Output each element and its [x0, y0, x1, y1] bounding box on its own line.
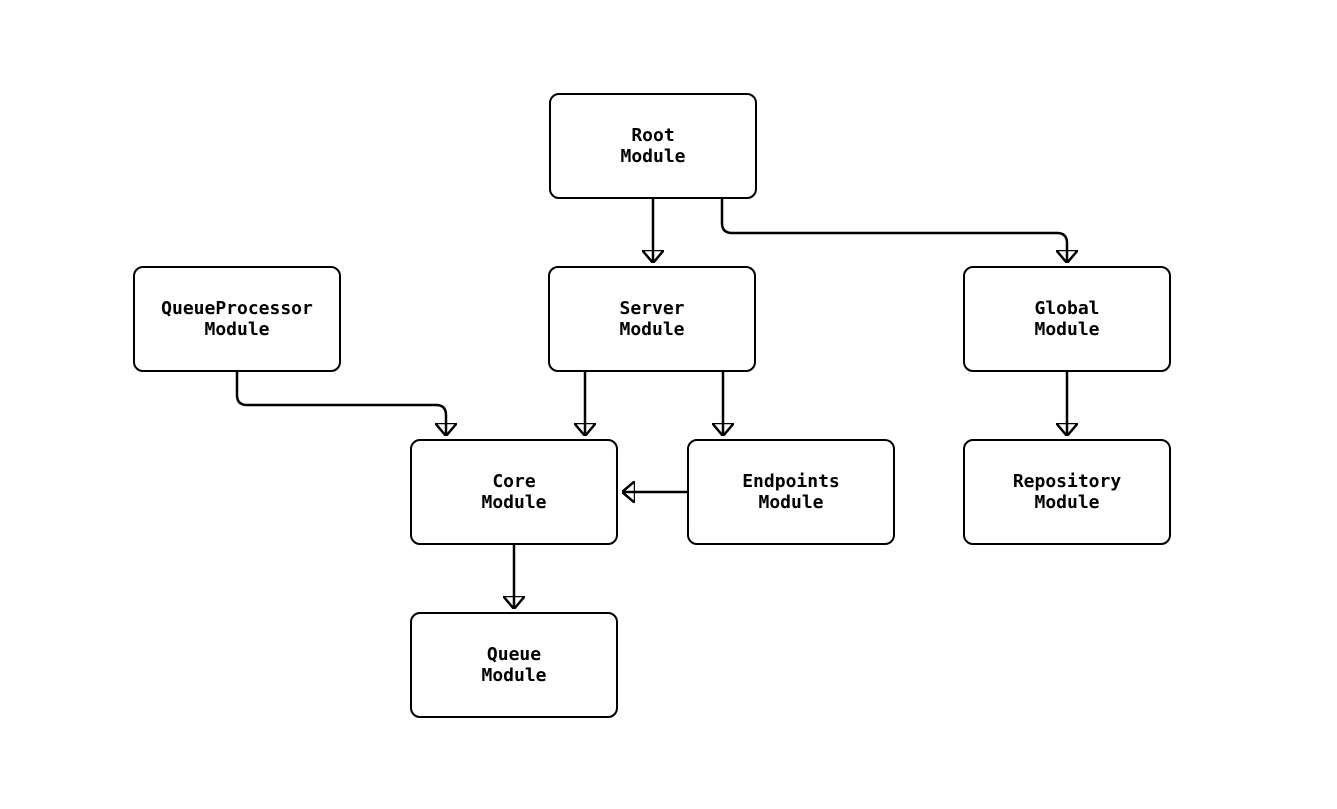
node-label-line: Repository: [1012, 471, 1122, 492]
node-label-line: Module: [481, 492, 547, 513]
node-label-line: Module: [204, 319, 270, 340]
node-label-line: Module: [620, 146, 686, 167]
node-repository-module: Repository Module: [963, 439, 1171, 545]
node-global-module: Global Module: [963, 266, 1171, 372]
node-label-line: Root: [631, 125, 675, 146]
node-label-line: QueueProcessor: [161, 298, 313, 319]
node-label-line: Core: [492, 471, 536, 492]
node-core-module: Core Module: [410, 439, 618, 545]
node-label-line: Module: [481, 665, 547, 686]
node-label-line: Endpoints: [742, 471, 840, 492]
node-queue-module: Queue Module: [410, 612, 618, 718]
edge-queueprocessor-to-core: [235, 372, 446, 435]
node-queueprocessor-module: QueueProcessor Module: [133, 266, 341, 372]
node-label-line: Module: [619, 319, 685, 340]
node-label-line: Global: [1034, 298, 1100, 319]
edge-root-to-global: [720, 198, 1067, 262]
node-label-line: Module: [1034, 319, 1100, 340]
node-label-line: Queue: [486, 644, 542, 665]
node-endpoints-module: Endpoints Module: [687, 439, 895, 545]
node-server-module: Server Module: [548, 266, 756, 372]
node-root-module: Root Module: [549, 93, 757, 199]
node-label-line: Server: [619, 298, 685, 319]
node-label-line: Module: [758, 492, 824, 513]
node-label-line: Module: [1034, 492, 1100, 513]
